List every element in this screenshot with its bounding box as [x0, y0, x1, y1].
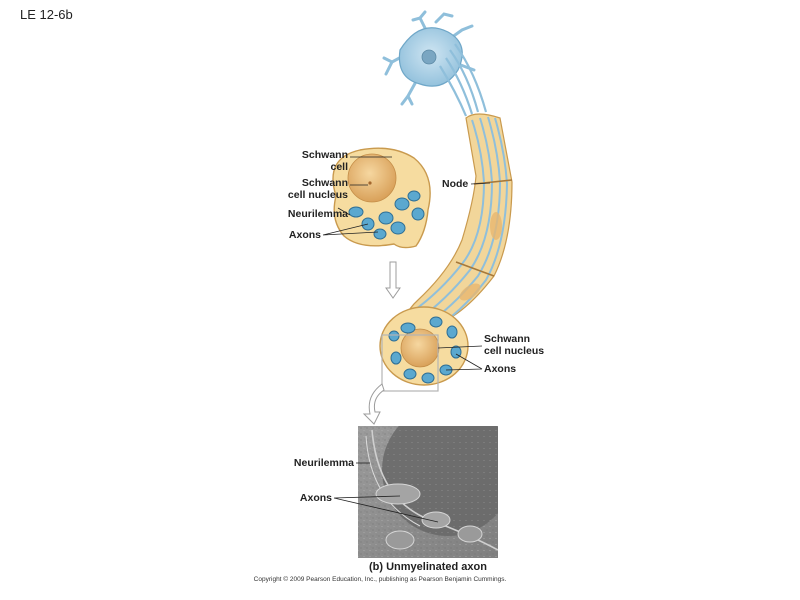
label-em-neurilemma: Neurilemma [294, 457, 354, 469]
label-schwann-cell-line2: cell [330, 161, 348, 173]
zoom-arrow [362, 383, 385, 425]
label-schwann-nucleus-line2: cell nucleus [288, 189, 348, 201]
label-em-axons: Axons [300, 492, 332, 504]
label-schwann-cell-line1: Schwann [302, 149, 348, 161]
label-neurilemma: Neurilemma [288, 208, 348, 220]
label-fiber-nucleus-line1: Schwann [484, 333, 530, 345]
figure-id: LE 12-6b [20, 7, 73, 22]
electron-micrograph [358, 426, 498, 558]
axon-strands [439, 43, 488, 117]
label-axons: Axons [289, 229, 321, 241]
label-fiber-axons: Axons [484, 363, 516, 375]
zoom-box [381, 334, 439, 392]
soma-nucleus [421, 49, 437, 65]
figure-caption: (b) Unmyelinated axon [369, 561, 487, 573]
copyright-notice: Copyright © 2009 Pearson Education, Inc.… [254, 575, 507, 583]
label-node: Node [442, 178, 468, 190]
fiber-cross-section [379, 306, 469, 392]
schwann-cell-nucleus [347, 153, 397, 203]
label-schwann-nucleus-line1: Schwann [302, 177, 348, 189]
label-fiber-nucleus-line2: cell nucleus [484, 345, 544, 357]
down-arrow [385, 261, 401, 299]
neuron-cell-body [382, 10, 476, 106]
schwann-cell-fiber [400, 113, 513, 348]
